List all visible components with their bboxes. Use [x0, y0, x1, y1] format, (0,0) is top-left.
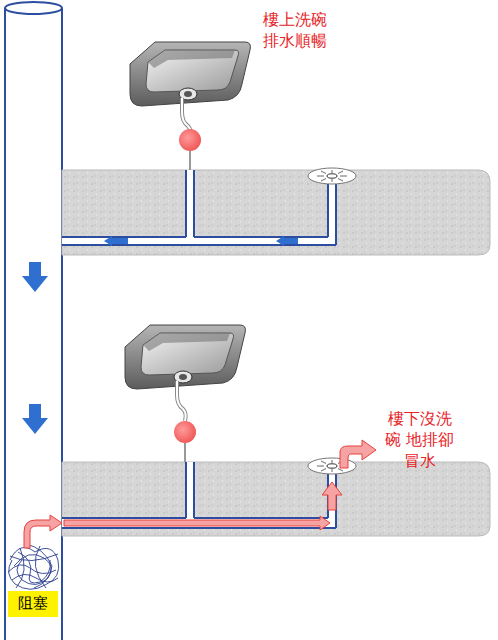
note-text: 樓下沒洗碗 地排卻冒水 [383, 409, 457, 471]
clog-label: 阻塞 [14, 594, 52, 613]
clog-tag: 阻塞 [8, 591, 58, 617]
note-text: 樓上洗碗 排水順暢 [258, 10, 332, 52]
